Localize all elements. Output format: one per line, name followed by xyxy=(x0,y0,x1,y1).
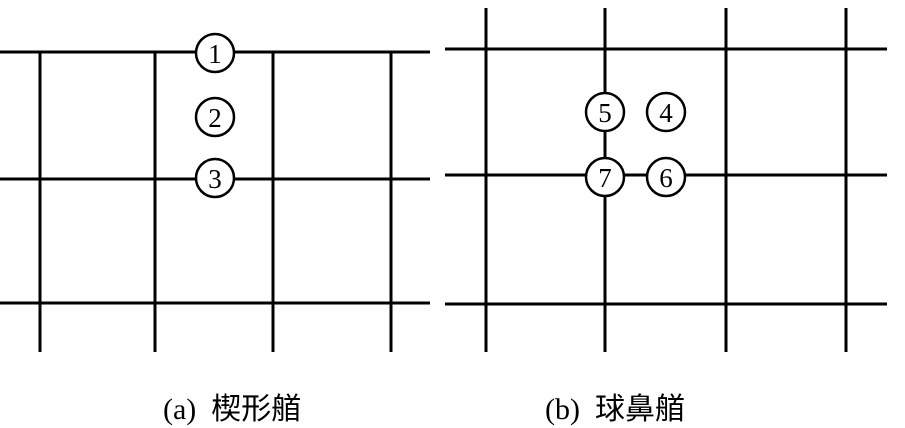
marker-5: 5 xyxy=(584,91,626,133)
marker-7: 7 xyxy=(584,156,626,198)
caption-b-label: (b) xyxy=(545,393,580,426)
caption-a-label: (a) xyxy=(163,393,197,426)
panel-a-grid xyxy=(0,50,430,352)
svg-text:1: 1 xyxy=(208,39,222,69)
marker-2: 2 xyxy=(194,96,236,138)
svg-text:3: 3 xyxy=(208,164,222,194)
svg-text:6: 6 xyxy=(659,163,673,193)
caption-b: (b) 球鼻艏 xyxy=(545,384,685,428)
svg-text:4: 4 xyxy=(659,98,673,128)
svg-text:2: 2 xyxy=(208,103,222,133)
marker-1: 1 xyxy=(194,32,236,74)
caption-a: (a) 楔形艏 xyxy=(163,384,301,428)
panel-a-markers: 1 2 3 xyxy=(194,32,236,199)
caption-a-text: 楔形艏 xyxy=(211,393,302,426)
marker-3: 3 xyxy=(194,157,236,199)
marker-4: 4 xyxy=(645,91,687,133)
panel-b-markers: 5 4 7 6 xyxy=(584,91,687,198)
svg-text:5: 5 xyxy=(598,98,612,128)
svg-text:7: 7 xyxy=(598,163,612,193)
marker-6: 6 xyxy=(645,156,687,198)
caption-b-text: 球鼻艏 xyxy=(594,393,685,426)
